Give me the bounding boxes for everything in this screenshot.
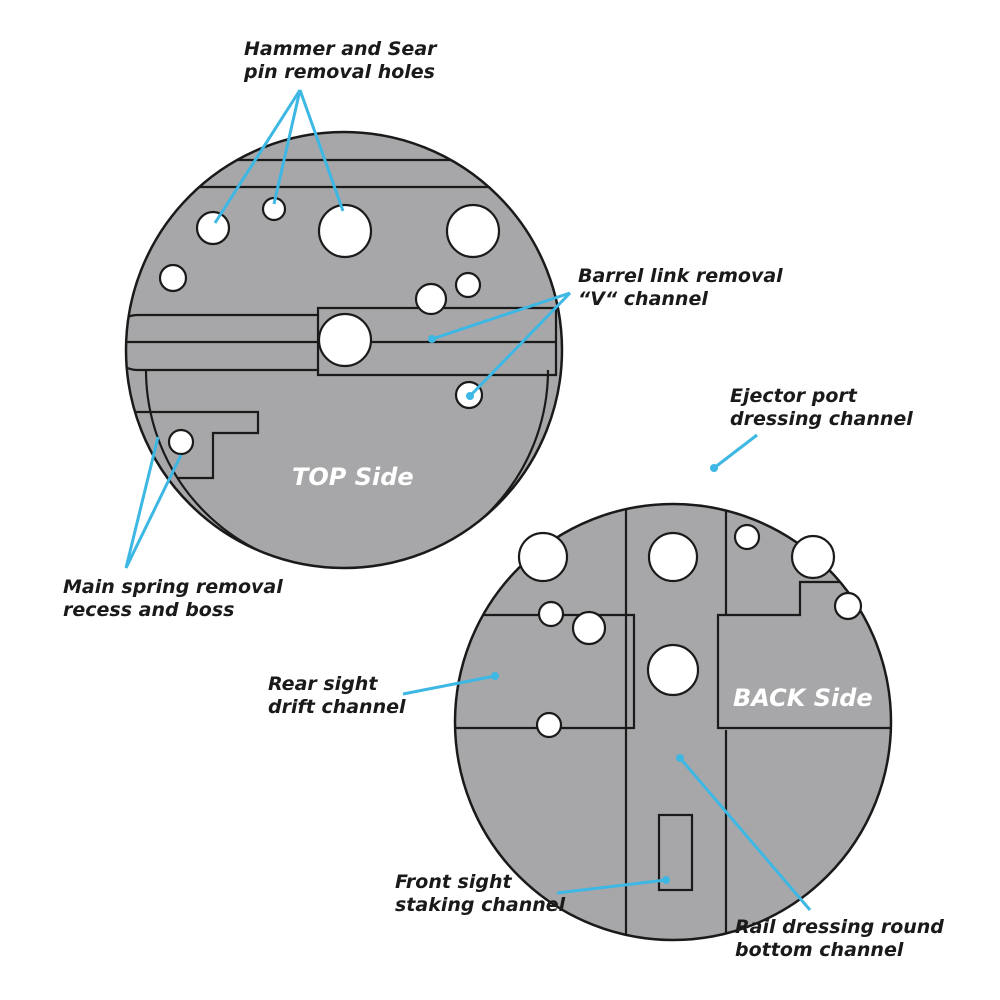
back-hole-5: [833, 591, 863, 621]
pointer-front-sight: [556, 878, 667, 895]
top-hole-4: [445, 203, 501, 259]
front-sight-channel: [657, 813, 694, 892]
callout-hammer-sear-line-1: Hammer and Sear: [244, 38, 438, 60]
callout-hammer-sear-line-2: pin removal holes: [243, 61, 435, 83]
callout-barrel-link-line-2: “V“ channel: [578, 288, 708, 310]
callout-rear-sight-line-2: drift channel: [268, 696, 406, 718]
callout-rail-dressing: Rail dressing round bottom channel: [735, 916, 951, 961]
pointer-rear-sight: [402, 674, 496, 696]
callout-front-sight-line-2: staking channel: [395, 894, 566, 916]
back-hole-8: [646, 643, 700, 697]
back-side-disc: BACK Side: [453, 502, 893, 942]
pointer-rail: [678, 757, 812, 911]
top-hole-7: [414, 282, 448, 316]
pointer-spring-1: [124, 436, 160, 569]
top-side-disc: TOP Side: [124, 130, 564, 570]
callout-rail-dressing-line-2: bottom channel: [735, 939, 904, 961]
pointer-rail-dot: [676, 754, 684, 762]
pointer-hammer-1: [213, 89, 302, 224]
callout-barrel-link-line-1: Barrel link removal: [578, 265, 783, 287]
main-spring-boss-hole: [167, 428, 195, 456]
callout-front-sight-line-1: Front sight: [395, 871, 512, 893]
callout-labels: Hammer and Sear pin removal holes Barrel…: [63, 38, 951, 961]
callout-rear-sight: Rear sight drift channel: [268, 673, 406, 718]
pointer-lines: [124, 89, 812, 911]
callout-ejector-port-line-1: Ejector port: [730, 385, 858, 407]
ejector-right-channel: [716, 580, 891, 730]
callout-main-spring-line-2: recess and boss: [63, 599, 234, 621]
callout-main-spring-line-1: Main spring removal: [63, 576, 283, 598]
back-side-label: BACK Side: [733, 684, 873, 712]
top-hole-8: [317, 312, 373, 368]
pointer-barrel-dot-2: [466, 392, 474, 400]
callout-main-spring: Main spring removal recess and boss: [63, 576, 289, 621]
callout-barrel-link: Barrel link removal “V“ channel: [578, 265, 789, 310]
pointer-ejector-dot: [710, 464, 718, 472]
pointer-ejector: [713, 433, 758, 470]
top-inner-arc: [144, 369, 550, 568]
callout-ejector-port-line-2: dressing channel: [730, 408, 913, 430]
back-hole-2: [647, 531, 699, 583]
pointer-spring-2: [124, 454, 183, 569]
top-hole-5: [158, 263, 188, 293]
pointer-barrel-2: [468, 291, 572, 398]
callout-hammer-sear: Hammer and Sear pin removal holes: [243, 38, 443, 83]
barrel-link-channel: [126, 306, 558, 377]
pointer-hammer-3: [298, 89, 345, 212]
top-hole-3: [317, 203, 373, 259]
back-hole-1: [517, 531, 569, 583]
main-spring-recess: [130, 410, 260, 480]
pointer-barrel-dot-1: [428, 335, 436, 343]
back-hole-3: [733, 523, 761, 551]
top-hole-6: [454, 271, 482, 299]
top-side-label: TOP Side: [292, 463, 414, 491]
pointer-rear-sight-dot: [491, 672, 499, 680]
back-hole-4: [790, 534, 836, 580]
callout-ejector-port: Ejector port dressing channel: [730, 385, 913, 430]
pointer-front-sight-dot: [662, 876, 670, 884]
callout-front-sight: Front sight staking channel: [395, 871, 566, 916]
back-hole-7: [571, 610, 607, 646]
pointer-hammer-2: [272, 89, 302, 205]
pointer-barrel-1: [431, 291, 571, 341]
callout-rail-dressing-line-1: Rail dressing round: [735, 916, 944, 938]
top-hole-1: [195, 210, 231, 246]
callout-rear-sight-line-1: Rear sight: [268, 673, 378, 695]
back-hole-6: [537, 600, 565, 628]
back-hole-9: [535, 711, 563, 739]
